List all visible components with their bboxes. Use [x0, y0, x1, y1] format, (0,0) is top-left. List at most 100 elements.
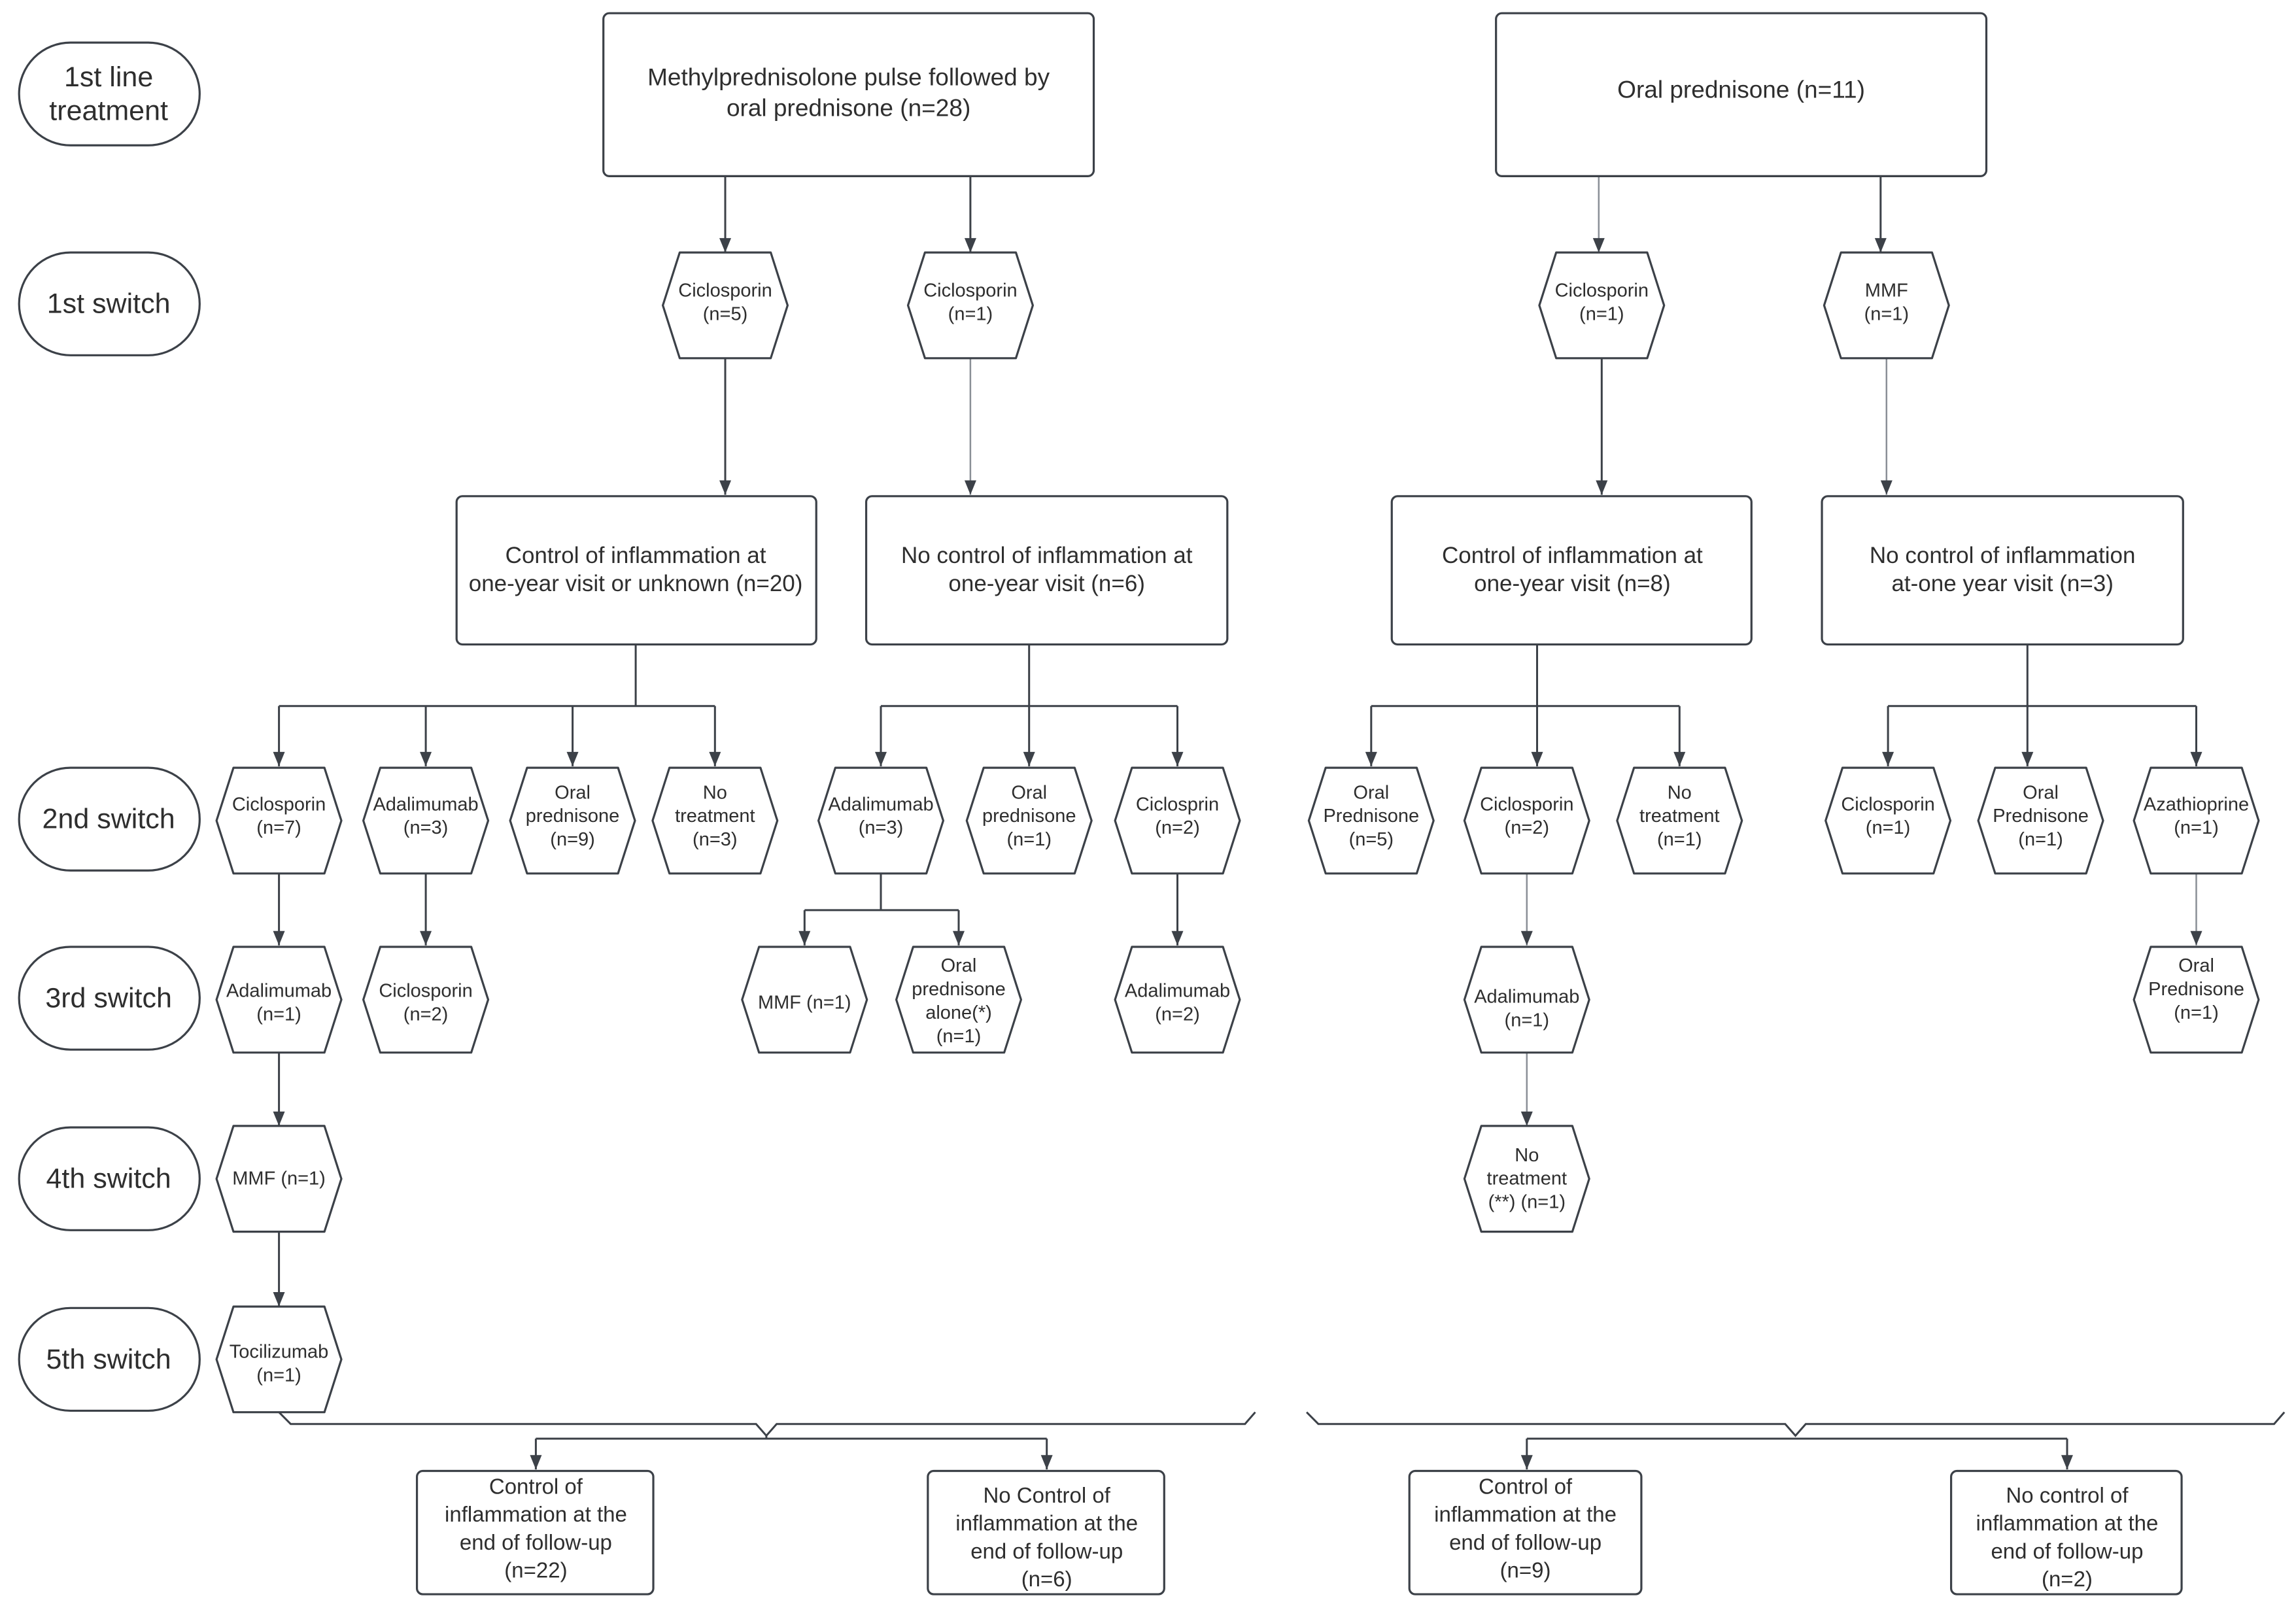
- arrowhead: [2190, 930, 2202, 946]
- arrowhead: [952, 930, 965, 946]
- sw2-left-5: [965, 766, 1093, 875]
- sw2-right-1: [1463, 766, 1590, 875]
- arrowhead: [2021, 751, 2034, 766]
- arrowhead: [719, 238, 732, 253]
- sw3-left-1: [362, 946, 490, 1054]
- sw3-right-0-label: Adalimumab(n=1): [1474, 986, 1579, 1031]
- arrowhead: [273, 1292, 285, 1307]
- arrowhead: [420, 751, 432, 766]
- status-control-n20: [455, 495, 817, 646]
- arrowhead: [709, 751, 721, 766]
- row-label-5: [18, 1126, 201, 1231]
- sw4-right-0: [1463, 1125, 1590, 1233]
- sw3-left-0-label: Adalimumab(n=1): [226, 980, 332, 1025]
- arrowhead: [964, 238, 976, 253]
- sw2-right-1-label: Ciclosporin(n=2): [1480, 794, 1573, 838]
- outcome-left-control: [415, 1469, 655, 1595]
- status-no-control-n6: [865, 495, 1229, 646]
- arrowhead: [1596, 480, 1608, 495]
- sw1-right-ciclosporin: [1538, 251, 1666, 360]
- sw3-left-3: [895, 946, 1023, 1054]
- arrowhead: [2061, 1455, 2073, 1470]
- arrowhead: [273, 751, 285, 766]
- arrowhead: [566, 751, 579, 766]
- row-label-5-label: 4th switch: [46, 1163, 171, 1195]
- sw1-ciclosporin-n1-label: Ciclosporin(n=1): [923, 281, 1017, 325]
- sw2-right-5-label: Azathioprine(n=1): [2144, 794, 2249, 838]
- connector: [1306, 1411, 2286, 1437]
- sw2-left-4: [817, 766, 945, 875]
- sw2-left-6-label: Ciclosprin(n=2): [1136, 794, 1219, 838]
- row-label-3-label: 2nd switch: [43, 804, 175, 835]
- status-right-control-n8: [1390, 495, 1753, 646]
- sw2-left-1-label: Adalimumab(n=3): [373, 794, 478, 838]
- arrowhead: [273, 1111, 285, 1126]
- arrowhead: [1520, 930, 1533, 946]
- sw2-left-6: [1114, 766, 1241, 875]
- sw2-left-3: [651, 766, 779, 875]
- outcome-right-no-control: [1950, 1469, 2183, 1595]
- arrowhead: [1874, 238, 1887, 253]
- status-right-no-control-n3: [1821, 495, 2184, 646]
- outcome-left-no-control: [927, 1469, 1165, 1595]
- first-line-methylprednisolone: [602, 12, 1095, 178]
- sw3-left-2-label: MMF (n=1): [758, 992, 851, 1013]
- sw5-left-0-label: Tocilizumab(n=1): [230, 1342, 329, 1386]
- arrowhead: [1171, 751, 1184, 766]
- sw3-left-4-label: Adalimumab(n=2): [1125, 980, 1230, 1025]
- sw1-ciclosporin-n5: [661, 251, 789, 360]
- connector-lines: [273, 176, 2286, 1470]
- connector: [278, 1411, 1256, 1437]
- arrowhead: [1040, 1455, 1053, 1470]
- first-line-oral-prednisone: [1495, 12, 1988, 178]
- arrowhead: [1520, 1111, 1533, 1126]
- row-label-2: [18, 251, 201, 356]
- arrowhead: [1673, 751, 1686, 766]
- arrowhead: [530, 1455, 542, 1470]
- sw3-left-2: [741, 946, 868, 1054]
- row-label-2-label: 1st switch: [47, 288, 171, 320]
- arrowhead: [1520, 1455, 1533, 1470]
- sw2-right-0: [1307, 766, 1435, 875]
- sw2-right-4: [1977, 766, 2104, 875]
- arrowhead: [875, 751, 887, 766]
- first-line-oral-prednisone-label: Oral prednisone (n=11): [1617, 76, 1865, 103]
- arrowhead: [273, 930, 285, 946]
- sw2-left-1: [362, 766, 490, 875]
- sw3-right-1: [2133, 946, 2260, 1054]
- sw2-right-3: [1825, 766, 1952, 875]
- sw1-ciclosporin-n1: [906, 251, 1035, 360]
- sw1-right-mmf: [1823, 251, 1950, 360]
- row-label-6: [18, 1306, 201, 1412]
- arrowhead: [1171, 930, 1184, 946]
- arrowhead: [420, 930, 432, 946]
- sw2-left-2: [509, 766, 636, 875]
- sw3-left-4: [1114, 946, 1241, 1054]
- row-label-3: [18, 766, 201, 872]
- arrowhead: [1365, 751, 1377, 766]
- sw2-left-0-label: Ciclosporin(n=7): [232, 794, 326, 838]
- sw1-right-ciclosporin-label: Ciclosporin(n=1): [1555, 281, 1649, 325]
- sw3-left-0: [215, 946, 343, 1054]
- arrowhead: [964, 480, 976, 495]
- arrowhead: [1023, 751, 1035, 766]
- sw2-right-2: [1616, 766, 1743, 875]
- sw4-left-0: [215, 1125, 343, 1233]
- row-label-1: [18, 41, 201, 146]
- arrowhead: [1531, 751, 1543, 766]
- sw2-left-4-label: Adalimumab(n=3): [828, 794, 933, 838]
- arrowhead: [798, 930, 811, 946]
